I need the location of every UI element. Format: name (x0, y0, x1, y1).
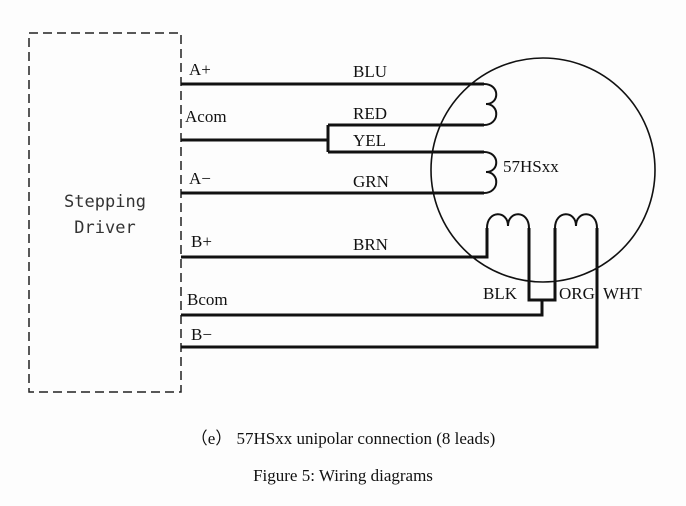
coil-a2 (483, 151, 498, 194)
label-red: RED (353, 104, 387, 123)
figure-caption: Figure 5: Wiring diagrams (253, 466, 433, 485)
label-grn: GRN (353, 172, 389, 191)
terminal-a-com: Acom (185, 107, 227, 126)
motor-model-label: 57HSxx (503, 157, 559, 176)
terminal-b-minus: B− (191, 325, 212, 344)
wire-bcom (181, 300, 544, 317)
coil-b1 (486, 213, 530, 229)
terminal-a-minus: A− (189, 169, 211, 188)
coil-a1 (483, 83, 498, 126)
coil-b2 (554, 213, 598, 229)
junction-b (527, 228, 557, 302)
label-wht: WHT (603, 284, 642, 303)
driver-title-line1: Stepping (64, 192, 146, 212)
wire-brn (181, 228, 489, 259)
wire-wht (181, 228, 599, 349)
label-blk: BLK (483, 284, 518, 303)
driver-box (28, 32, 182, 393)
terminal-a-plus: A+ (189, 60, 211, 79)
terminal-b-com: Bcom (187, 290, 228, 309)
motor-body (430, 57, 656, 283)
label-org: ORG (559, 284, 595, 303)
label-brn: BRN (353, 235, 388, 254)
label-yel: YEL (353, 131, 386, 150)
subfigure-caption: （e） 57HSxx unipolar connection (8 leads) (190, 429, 496, 448)
terminal-b-plus: B+ (191, 232, 212, 251)
label-blu: BLU (353, 62, 387, 81)
driver-title-line2: Driver (74, 218, 135, 238)
